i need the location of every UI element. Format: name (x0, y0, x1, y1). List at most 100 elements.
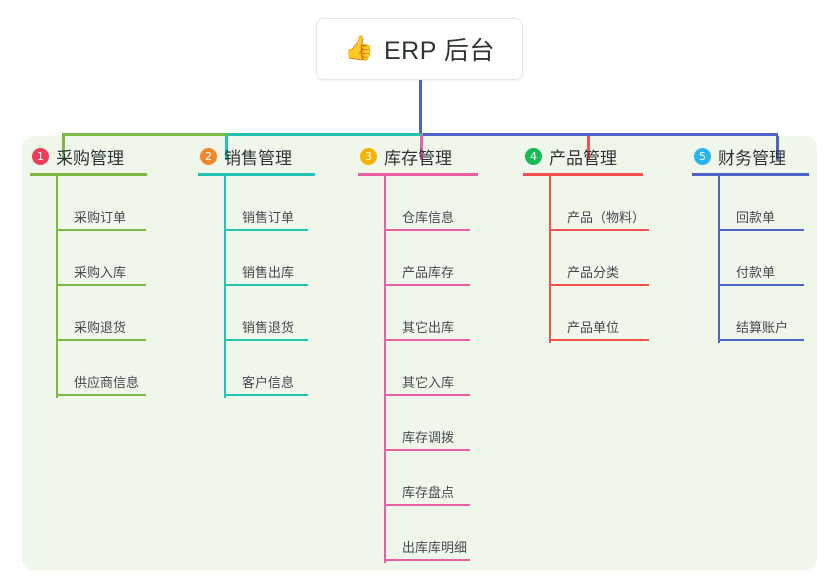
branch-item-rule (549, 339, 649, 341)
branch-item-rule (384, 284, 470, 286)
root-node[interactable]: 👍 ERP 后台 (316, 18, 523, 80)
branch-item-rule (56, 339, 146, 341)
connector-drop-3 (420, 136, 423, 160)
branch-item[interactable]: 销售订单 (224, 176, 315, 231)
branch-item-label: 销售订单 (242, 210, 295, 225)
branch-item[interactable]: 库存盘点 (384, 451, 478, 506)
branch-item[interactable]: 采购退货 (56, 286, 147, 341)
branch-number-badge: 2 (200, 147, 217, 165)
branch-number-badge: 4 (525, 147, 542, 165)
branch-item-rule (384, 339, 470, 341)
branch-item[interactable]: 库存调拨 (384, 396, 478, 451)
branch-item-rule (224, 394, 308, 396)
branch-spine (56, 176, 58, 398)
branch-item[interactable]: 其它入库 (384, 341, 478, 396)
branch-item-label: 库存盘点 (402, 485, 455, 500)
branch-item[interactable]: 仓库信息 (384, 176, 478, 231)
branch-item[interactable]: 出库库明细 (384, 506, 478, 561)
branch-item[interactable]: 产品单位 (549, 286, 649, 341)
branch-spine (384, 176, 386, 563)
branch-item-label: 销售退货 (242, 320, 295, 335)
connector-hbar-segment (421, 133, 423, 136)
branch-title: 库存管理 (384, 148, 452, 168)
connector-hbar-segment (62, 133, 227, 136)
branch-spine (718, 176, 720, 343)
branch-rule (30, 173, 147, 176)
branch-rule (692, 173, 809, 176)
root-stem-connector (419, 80, 422, 135)
branch-item[interactable]: 付款单 (718, 231, 809, 286)
branch-item[interactable]: 产品分类 (549, 231, 649, 286)
branch-items: 销售订单销售出库销售退货客户信息 (198, 176, 315, 398)
branch-item-label: 付款单 (736, 265, 776, 280)
branch-spine (224, 176, 226, 398)
branch-items: 产品（物料） 产品分类产品单位 (523, 176, 649, 343)
root-title: ERP 后台 (383, 37, 495, 65)
branch-title: 采购管理 (56, 148, 124, 168)
branch-items: 采购订单采购入库采购退货供应商信息 (30, 176, 147, 398)
branch-item-label: 客户信息 (242, 375, 295, 390)
branch-item-label: 库存调拨 (402, 430, 455, 445)
branch-item-rule (718, 284, 804, 286)
connector-hbar-segment (423, 133, 589, 136)
branch-item-rule (549, 284, 649, 286)
connector-drop-4 (587, 136, 590, 160)
connector-hbar-segment (589, 133, 778, 136)
branch-item-rule (224, 339, 308, 341)
branch-item-label: 出库库明细 (402, 540, 468, 555)
branch-item[interactable]: 其它出库 (384, 286, 478, 341)
branch-number-badge: 1 (32, 147, 49, 165)
branch-item-rule (384, 394, 470, 396)
branch-number-badge: 5 (694, 147, 711, 165)
branch-title: 财务管理 (718, 148, 786, 168)
branch-column-3: 3 库存管理仓库信息产品库存其它出库其它入库库存调拨库存盘点出库库明细 (358, 143, 478, 563)
branch-item-label: 采购订单 (74, 210, 127, 225)
thumbs-up-icon: 👍 (344, 35, 374, 62)
branch-item-rule (56, 229, 146, 231)
branch-rule (198, 173, 315, 176)
branch-item[interactable]: 采购订单 (56, 176, 147, 231)
branch-item-rule (718, 229, 804, 231)
branch-item-label: 产品分类 (567, 265, 620, 280)
branches-panel (22, 136, 817, 570)
branch-item[interactable]: 结算账户 (718, 286, 809, 341)
branch-item-rule (56, 284, 146, 286)
branch-item[interactable]: 销售出库 (224, 231, 315, 286)
branch-item-rule (549, 229, 649, 231)
connector-hbar-segment (227, 133, 421, 136)
branch-header-1[interactable]: 1 采购管理 (30, 143, 147, 169)
branch-item-rule (56, 394, 146, 396)
branch-header-3[interactable]: 3 库存管理 (358, 143, 478, 169)
branch-rule (523, 173, 643, 176)
branch-item[interactable]: 供应商信息 (56, 341, 147, 396)
branch-header-5[interactable]: 5 财务管理 (692, 143, 809, 169)
branch-item-rule (384, 449, 470, 451)
branch-item-rule (384, 504, 470, 506)
branch-items: 仓库信息产品库存其它出库其它入库库存调拨库存盘点出库库明细 (358, 176, 478, 563)
branch-item-label: 产品库存 (402, 265, 455, 280)
branch-column-5: 5 财务管理回款单付款单结算账户 (692, 143, 809, 343)
branch-items: 回款单付款单结算账户 (692, 176, 809, 343)
branch-item-label: 供应商信息 (74, 375, 140, 390)
connector-drop-2 (225, 136, 228, 160)
branch-item-rule (384, 229, 470, 231)
branch-item[interactable]: 采购入库 (56, 231, 147, 286)
branch-item[interactable]: 产品库存 (384, 231, 478, 286)
branch-item-label: 采购入库 (74, 265, 127, 280)
branch-item[interactable]: 回款单 (718, 176, 809, 231)
branch-rule (358, 173, 478, 176)
branch-spine (549, 176, 551, 343)
branch-item[interactable]: 客户信息 (224, 341, 315, 396)
branch-item-label: 回款单 (736, 210, 776, 225)
branch-item-rule (384, 559, 470, 561)
branch-item-label: 产品单位 (567, 320, 620, 335)
branch-item-label: 结算账户 (736, 320, 789, 335)
branch-item-label: 销售出库 (242, 265, 295, 280)
branch-item[interactable]: 销售退货 (224, 286, 315, 341)
branch-item[interactable]: 产品（物料） (549, 176, 649, 231)
branch-number-badge: 3 (360, 147, 377, 165)
connector-drop-1 (62, 136, 65, 160)
